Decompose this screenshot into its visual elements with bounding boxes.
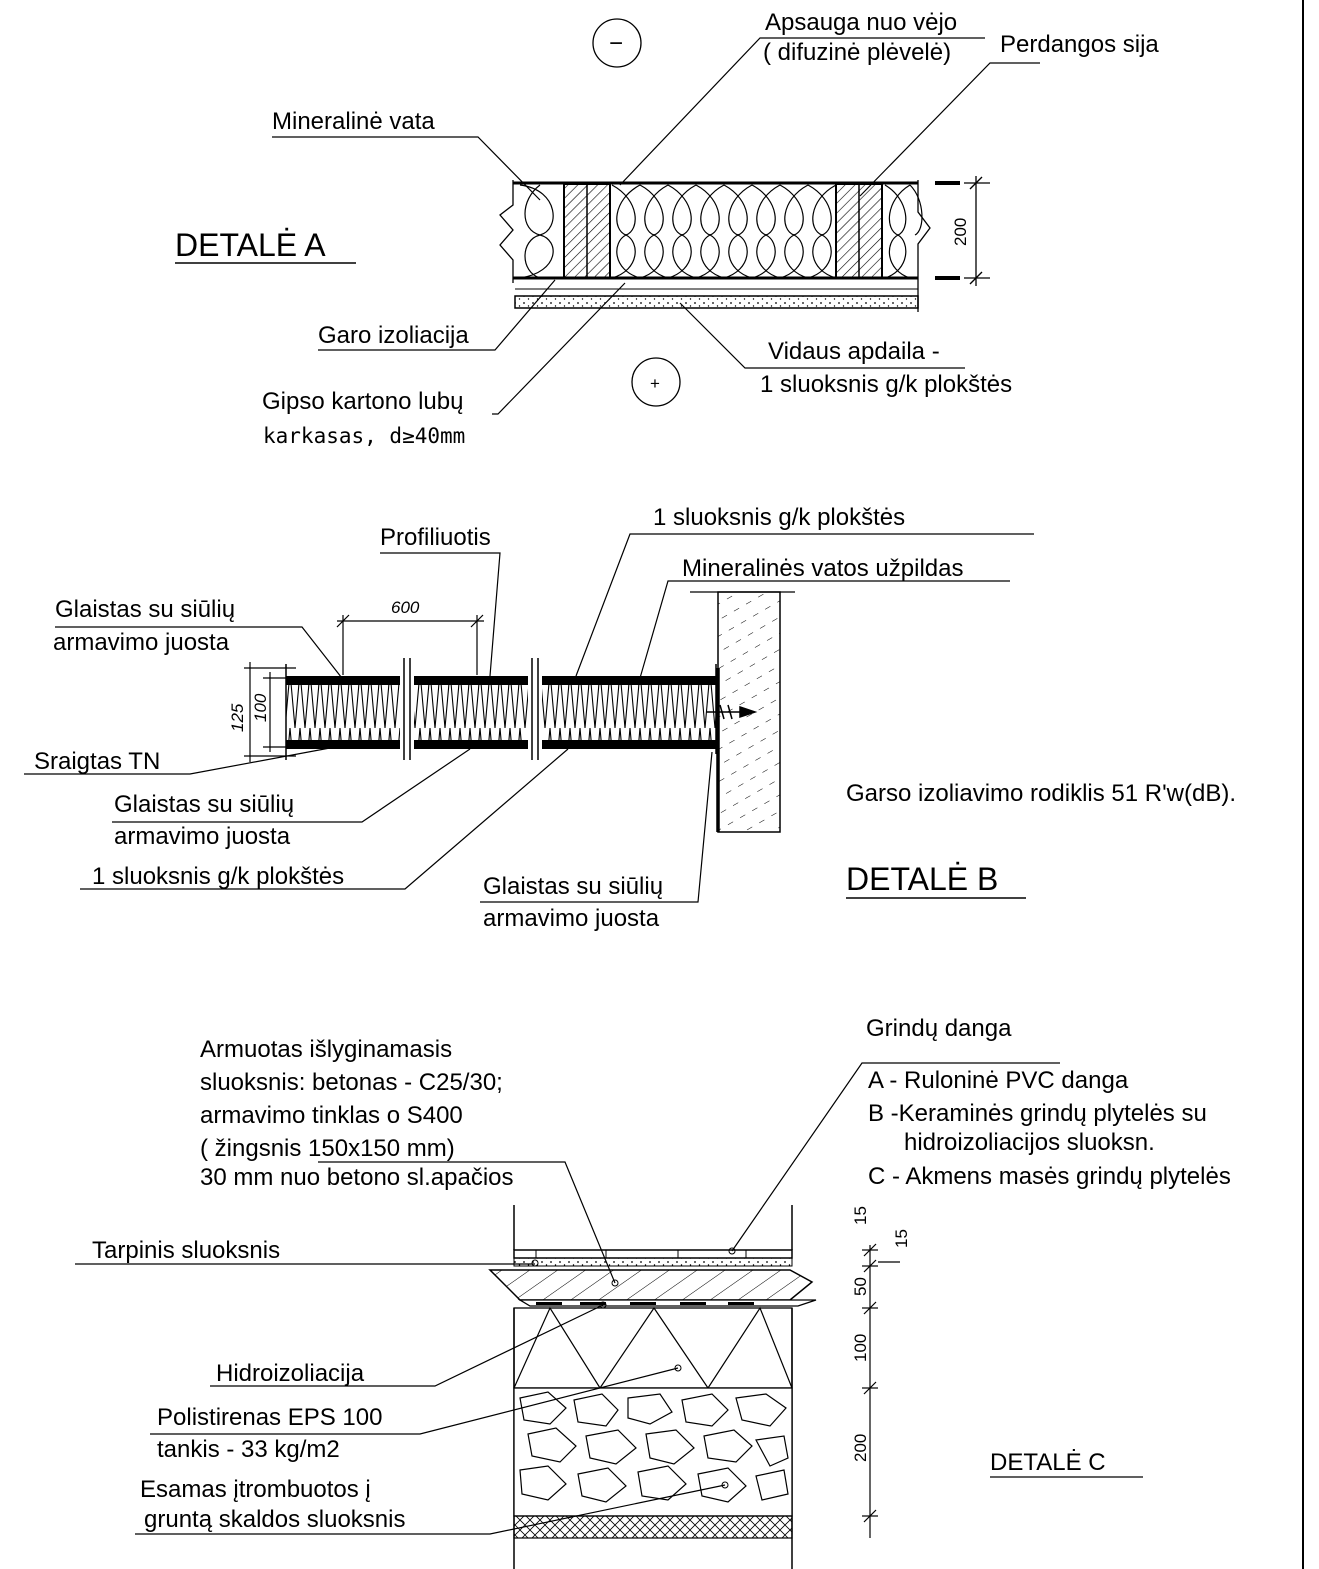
screed-line-5: 30 mm nuo betono sl.apačios [200,1164,514,1191]
label-mineral-wool: Mineralinė vata [272,108,435,135]
leader-filler-3 [480,751,713,903]
dim-200-marker [935,176,990,286]
leader-wool-fill [637,580,1010,686]
label-waterproofing: Hidroizoliacija [216,1360,365,1387]
label-gk-bottom: 1 sluoksnis g/k plokštės [92,863,344,890]
label-wind-protection: Apsauga nuo vėjo [765,9,957,36]
label-wool-fill: Mineralinės vatos užpildas [682,555,963,582]
dim-15-a: 15 [851,1206,870,1225]
dim-600-marker [336,614,484,675]
dim-50: 50 [851,1277,870,1296]
sign-plus: + [650,374,660,393]
label-vapour-barrier: Garo izoliacija [318,322,469,349]
soil-layer [513,1515,793,1539]
dim-100: 100 [251,693,270,722]
intermediate-layer [513,1257,793,1267]
screed-line-4: ( žingsnis 150x150 mm) [200,1135,455,1162]
detail-c-title: DETALĖ C [990,1449,1106,1476]
leader-wool [272,136,541,201]
floor-option-b: B -Keraminės grindų plytelės su [868,1100,1207,1127]
mineral-wool-fill [519,184,923,279]
detail-a-title: DETALĖ A [175,227,326,263]
label-interior-finish-sub: 1 sluoksnis g/k plokštės [760,371,1012,398]
label-wind-protection-sub: ( difuzinė plėvelė) [763,39,951,66]
floor-option-a: A - Rulоninė PVC danga [868,1067,1129,1094]
break-line-left [499,180,514,283]
dim-125-100-marker [244,662,296,762]
leader-eps [150,1367,679,1435]
leader-waterproofing [210,1304,604,1387]
floor-covering [513,1249,793,1259]
acoustic-note: Garso izoliavimo rodiklis 51 R'w(dB). [846,780,1236,807]
leader-screw [24,744,347,775]
dim-15-b: 15 [892,1229,911,1248]
leader-gk-top [575,533,1034,677]
detail-b: 600 125 100 DETALĖ B 1 sluoksnis g/k plo… [24,504,1236,932]
label-beam: Perdangos sija [1000,31,1159,58]
detail-c: 15 15 50 100 200 DETALĖ C Armuotas išlyg… [75,1015,1231,1569]
screed-line-2: sluoksnis: betonas - C25/30; [200,1069,503,1096]
gypsum-board [514,295,919,309]
gk-board-bottom [286,740,716,749]
label-gypsum-frame: Gipso kartono lubų [262,388,463,415]
anchor-screw [706,704,758,720]
floor-title: Grindų danga [866,1015,1012,1042]
leader-gypsum-frame [492,282,626,415]
floor-option-c: C - Akmens masės grindų plytelės [868,1163,1231,1190]
dim-600: 600 [391,598,420,617]
label-filler-tape-3: Glaistas su siūlių [483,873,663,900]
partition-core [286,680,716,744]
gk-board-top [286,676,716,685]
sign-minus: − [609,30,623,57]
dim-100-c: 100 [851,1334,870,1362]
leader-floor [731,1062,1060,1252]
label-filler-tape-2-sub: armavimo juosta [114,823,291,850]
outside-sign-circle [592,18,642,68]
label-gravel: Esamas įtrombuotos į [140,1476,371,1503]
leader-gk-bottom [80,748,569,890]
inside-sign-circle [631,357,681,407]
label-interior-finish: Vidaus apdaila - [768,338,940,365]
label-eps-sub: tankis - 33 kg/m2 [157,1436,340,1463]
leader-interior [679,302,965,369]
label-intermediate: Tarpinis sluoksnis [92,1237,280,1264]
waterproof-marks [536,1302,754,1305]
screed-line-3: armavimo tinklas o S400 [200,1102,463,1129]
label-filler-tape-3-sub: armavimo juosta [483,905,660,932]
leader-wind [619,37,985,186]
label-filler-tape-1: Glaistas su siūlių [55,596,235,623]
label-profile: Profiliuotis [380,524,491,551]
dim-chain [862,1243,900,1538]
leader-filler-1 [55,626,346,683]
detail-b-title: DETALĖ B [846,861,998,897]
label-gypsum-frame-sub: karkasas, d≥40mm [263,424,465,448]
leader-filler-2 [112,748,471,823]
reinforced-screed [488,1269,814,1301]
gravel-layer [513,1387,793,1517]
leader-gravel [135,1484,726,1535]
label-screw: Sraigtas TN [34,748,160,775]
label-gk-top: 1 sluoksnis g/k plokštės [653,504,905,531]
leader-vapour [318,279,556,351]
leader-beam [859,62,1040,197]
floor-option-b-sub: hidroizoliacijos sluoksn. [904,1129,1155,1156]
label-filler-tape-1-sub: armavimo juosta [53,629,230,656]
waterproofing-layer [517,1299,817,1307]
break-line-right [917,180,931,283]
label-filler-tape-2: Glaistas su siūlių [114,791,294,818]
board-joints [285,658,717,760]
screed-line-1: Armuotas išlyginamasis [200,1036,452,1063]
detail-a: 200 − + DETALĖ A Apsauga nuo vėjo ( difu… [175,9,1159,448]
dim-125: 125 [228,703,247,732]
leader-screed [318,1161,616,1284]
label-gravel-sub: gruntą skaldos sluoksnis [144,1506,405,1533]
gravel-stones [519,1391,789,1503]
label-eps: Polistirenas EPS 100 [157,1404,382,1431]
leader-profile [380,552,501,677]
dim-200: 200 [951,218,970,246]
eps-insulation [513,1307,793,1389]
dim-200-c: 200 [851,1434,870,1462]
